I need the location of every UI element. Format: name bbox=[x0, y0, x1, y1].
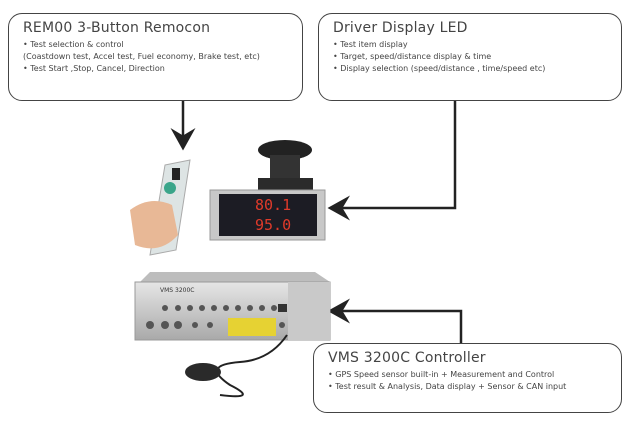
remocon-line: • Test selection & control bbox=[23, 40, 124, 49]
controller-line: • GPS Speed sensor built-in + Measuremen… bbox=[328, 370, 555, 379]
remocon-callout: REM00 3-Button Remocon • Test selection … bbox=[8, 13, 303, 101]
led-display-device bbox=[209, 140, 326, 241]
arrow-controller bbox=[327, 298, 463, 343]
controller-callout: VMS 3200C Controller • GPS Speed sensor … bbox=[313, 343, 622, 413]
display-callout: Driver Display LED • Test item display •… bbox=[318, 13, 622, 101]
controller-device bbox=[134, 272, 331, 398]
remocon-line: • Test Start ,Stop, Cancel, Direction bbox=[23, 64, 165, 73]
remocon-title: REM00 3-Button Remocon bbox=[23, 20, 211, 36]
controller-line: • Test result & Analysis, Data display +… bbox=[328, 382, 567, 391]
arrow-display bbox=[327, 101, 457, 221]
led-readout-bottom: 95.0 bbox=[255, 216, 292, 234]
controller-device-label: VMS 3200C bbox=[160, 287, 195, 294]
display-line: • Test item display bbox=[333, 40, 408, 49]
display-line: • Target, speed/distance display & time bbox=[333, 52, 492, 61]
led-readout-top: 80.1 bbox=[255, 196, 292, 214]
display-title: Driver Display LED bbox=[333, 20, 468, 36]
remocon-line: (Coastdown test, Accel test, Fuel econom… bbox=[23, 52, 260, 61]
display-line: • Display selection (speed/distance , ti… bbox=[333, 64, 546, 73]
remocon-device bbox=[130, 159, 191, 256]
controller-title: VMS 3200C Controller bbox=[328, 350, 486, 366]
